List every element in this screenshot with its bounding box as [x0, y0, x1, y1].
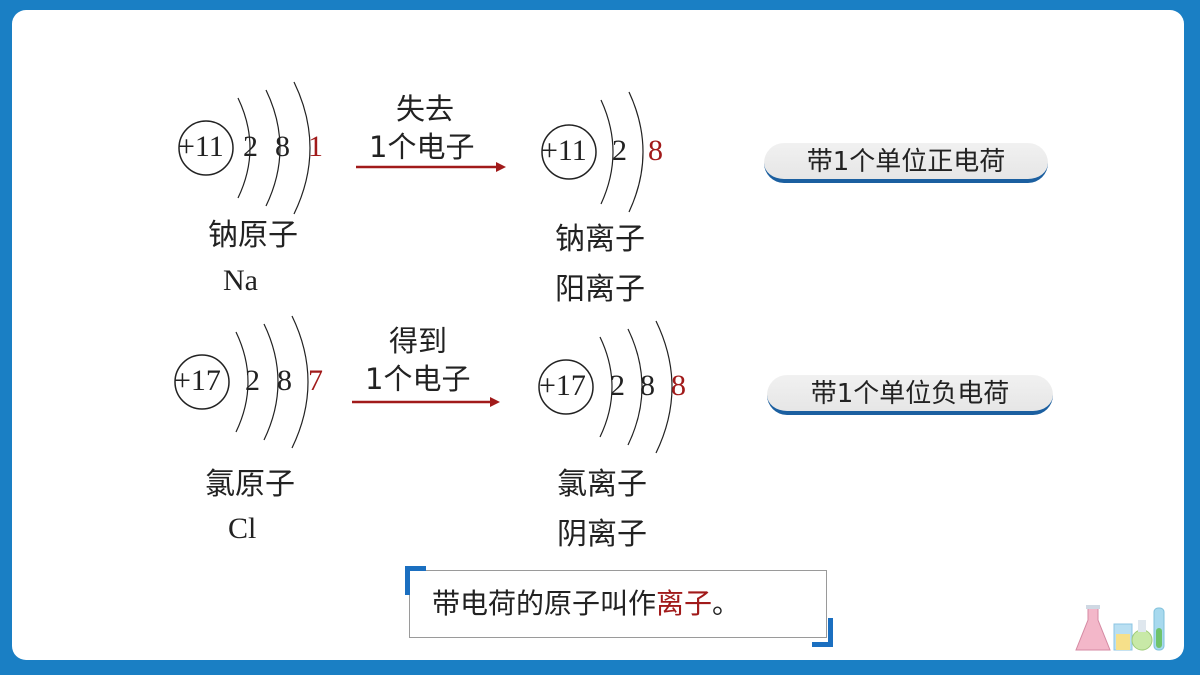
na-process-electrons: 1个电子: [369, 130, 475, 164]
definition-highlight: 离子: [656, 587, 713, 620]
cl-shell-3-count: 7: [308, 364, 323, 397]
cl-nucleus-circle: [174, 354, 230, 410]
cl-atom-name: 氯原子: [205, 467, 295, 502]
na-shell-arc-3: [293, 81, 311, 215]
na-shell-arc-2: [265, 89, 281, 207]
na-ion-nucleus-circle: [541, 124, 597, 180]
na-shell-arc-1: [237, 97, 251, 199]
cl-shell-arc-2: [263, 323, 279, 441]
cl-ion-shell-arc-3: [655, 320, 673, 454]
na-charge-label: 带1个单位正电荷: [764, 143, 1048, 183]
definition-prefix: 带电荷的原子叫作: [432, 587, 657, 620]
cl-ion-shell-3-count: 8: [671, 369, 686, 402]
na-ion-shell-arc-1: [600, 99, 614, 205]
na-ion-type: 阳离子: [555, 272, 645, 307]
cl-nucleus-charge: +17: [174, 364, 221, 397]
cl-ion-shell-1-count: 2: [610, 369, 625, 402]
slide: +11 2 8 1 钠原子 Na 失去 1个电子 +11 2 8 钠离子 阳离子…: [12, 10, 1184, 660]
na-nucleus-charge: +11: [178, 130, 224, 163]
cl-ion-shell-arc-2: [627, 328, 643, 446]
na-symbol: Na: [223, 264, 258, 297]
cl-process-verb: 得到: [389, 324, 448, 358]
na-shell-2-count: 8: [275, 130, 290, 163]
callout-corner-top-left: [405, 566, 426, 595]
na-ion-shell-2-count: 8: [648, 134, 663, 167]
cl-ion-shell-2-count: 8: [640, 369, 655, 402]
cl-symbol: Cl: [228, 512, 257, 545]
na-arrow-head: [496, 162, 506, 172]
cl-arrow-head: [490, 397, 500, 407]
na-shell-3-count: 1: [308, 130, 323, 163]
na-ion-shell-1-count: 2: [612, 134, 627, 167]
cl-process-electrons: 1个电子: [365, 362, 471, 396]
cl-shell-2-count: 8: [277, 364, 292, 397]
cl-ion-nucleus-charge: +17: [539, 369, 586, 402]
cl-ion-name: 氯离子: [557, 467, 647, 502]
atom-diagram-lines: [174, 81, 673, 454]
na-ion-nucleus-charge: +11: [541, 134, 587, 167]
cl-shell-arc-3: [291, 315, 309, 449]
lab-flasks-icon: [1075, 605, 1165, 651]
na-shell-1-count: 2: [243, 130, 258, 163]
na-ion-shell-arc-2: [628, 91, 644, 213]
na-ion-name: 钠离子: [555, 222, 645, 257]
cl-ion-type: 阴离子: [557, 517, 647, 552]
cl-shell-arc-1: [235, 331, 249, 433]
cl-ion-nucleus-circle: [538, 359, 594, 415]
cl-shell-1-count: 2: [245, 364, 260, 397]
na-nucleus-circle: [178, 120, 234, 176]
definition-suffix: 。: [712, 587, 741, 620]
cl-charge-label: 带1个单位负电荷: [767, 375, 1053, 415]
cl-ion-shell-arc-1: [599, 336, 613, 438]
definition-box: 带电荷的原子叫作离子。: [409, 570, 827, 638]
na-atom-name: 钠原子: [208, 218, 298, 253]
callout-corner-bottom-right: [812, 618, 833, 647]
na-process-verb: 失去: [396, 92, 455, 126]
